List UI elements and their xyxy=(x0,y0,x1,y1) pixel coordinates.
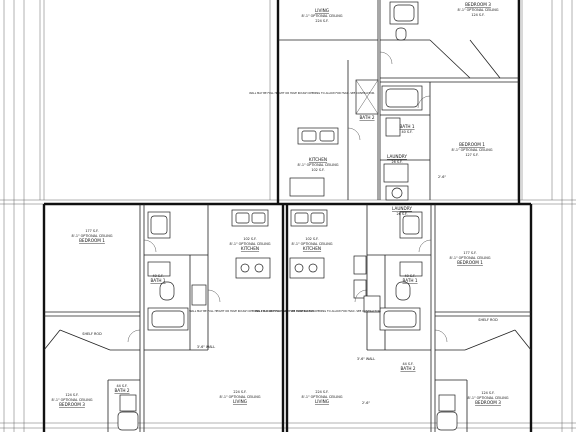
left-shelf-label: SHELF ROD xyxy=(82,332,102,336)
left-bedroom3-label: BEDROOM 3 xyxy=(59,402,85,407)
left-unit-labels: 177 S.F. 8'-1" OPTIONAL CEILING BEDROOM … xyxy=(52,229,316,407)
left-bedroom1-label: BEDROOM 1 xyxy=(79,238,105,243)
left-bath2-label: BATH 2 xyxy=(114,388,129,393)
left-kitchen-area: 102 S.F. xyxy=(243,237,256,241)
upper-laundry-area: 26 S.F. xyxy=(391,160,402,164)
upper-unit-fixtures xyxy=(289,1,423,201)
right-wall-note: WALL MAY BE FULL HEIGHT OR HAVE ROUGH OP… xyxy=(255,309,381,313)
right-bath-area: 40 S.F. xyxy=(404,274,415,278)
right-unit-fixtures xyxy=(289,209,458,431)
upper-kitchen-area: 102 S.F. xyxy=(311,168,324,172)
left-wall-tag: 3'-6" WALL xyxy=(197,345,215,349)
right-kitchen-ceiling: 8'-1" OPTIONAL CEILING xyxy=(292,242,333,246)
right-bedroom3-area: 124 S.F. xyxy=(481,391,494,395)
exterior-walls xyxy=(42,0,533,432)
right-laundry-label: LAUNDRY xyxy=(392,206,412,211)
right-living-label: LIVING xyxy=(315,399,329,404)
right-bath-label: BATH 1 xyxy=(402,278,417,283)
right-living-ceiling: 8'-1" OPTIONAL CEILING xyxy=(302,395,343,399)
right-height-tag: 2'-6" xyxy=(362,401,370,405)
left-bedroom1-area: 177 S.F. xyxy=(85,229,98,233)
left-bedroom1-ceiling: 8'-1" OPTIONAL CEILING xyxy=(72,234,113,238)
upper-bedroom3-ceiling: 8'-1" OPTIONAL CEILING xyxy=(458,8,499,12)
upper-height-tag: 2'-6" xyxy=(438,175,446,179)
upper-laundry-label: LAUNDRY xyxy=(387,154,407,159)
left-bath-label: BATH 1 xyxy=(150,278,165,283)
upper-bath2-label: BATH 2 xyxy=(359,115,374,120)
right-kitchen-label: KITCHEN xyxy=(303,246,321,251)
upper-living-label: LIVING xyxy=(315,8,329,13)
upper-wall-note: WALL MAY BE FULL HEIGHT OR HAVE ROUGH OP… xyxy=(249,91,375,95)
upper-bedroom3-label: BEDROOM 3 xyxy=(465,2,491,7)
right-bedroom1-label: BEDROOM 1 xyxy=(457,260,483,265)
upper-bedroom3-area: 124 S.F. xyxy=(471,13,484,17)
left-kitchen-label: KITCHEN xyxy=(241,246,259,251)
upper-living-ceiling: 8'-1" OPTIONAL CEILING xyxy=(302,14,343,18)
right-kitchen-area: 102 S.F. xyxy=(305,237,318,241)
upper-unit-labels: LIVING 8'-1" OPTIONAL CEILING 224 S.F. B… xyxy=(249,2,499,179)
left-bath-area: 40 S.F. xyxy=(152,274,163,278)
right-bedroom1-ceiling: 8'-1" OPTIONAL CEILING xyxy=(450,256,491,260)
right-bedroom3-label: BEDROOM 3 xyxy=(475,400,501,405)
door-swings xyxy=(127,51,448,343)
left-unit-fixtures xyxy=(117,209,271,431)
right-bedroom1-area: 177 S.F. xyxy=(463,251,476,255)
right-bedroom3-ceiling: 8'-1" OPTIONAL CEILING xyxy=(468,396,509,400)
right-wall-tag: 3'-6" WALL xyxy=(357,357,375,361)
left-bedroom3-area: 124 S.F. xyxy=(65,393,78,397)
upper-bedroom1-area: 127 S.F. xyxy=(465,153,478,157)
upper-bedroom1-label: BEDROOM 1 xyxy=(459,142,485,147)
right-laundry-area: 26 S.F. xyxy=(396,212,407,216)
right-shelf-label: SHELF ROD xyxy=(478,318,498,322)
upper-kitchen-label: KITCHEN xyxy=(309,157,327,162)
right-living-area: 224 S.F. xyxy=(315,390,328,394)
right-bath2-area: 44 S.F. xyxy=(402,362,413,366)
upper-living-area: 224 S.F. xyxy=(315,19,328,23)
left-bath2-area: 44 S.F. xyxy=(116,384,127,388)
upper-bath-area: 40 S.F. xyxy=(401,130,412,134)
upper-bedroom1-ceiling: 8'-1" OPTIONAL CEILING xyxy=(452,148,493,152)
left-living-label: LIVING xyxy=(233,399,247,404)
left-living-area: 224 S.F. xyxy=(233,390,246,394)
right-unit-labels: KITCHEN 102 S.F. 8'-1" OPTIONAL CEILING … xyxy=(255,206,509,405)
left-kitchen-ceiling: 8'-1" OPTIONAL CEILING xyxy=(230,242,271,246)
upper-bath-label: BATH 1 xyxy=(399,124,414,129)
left-living-ceiling: 8'-1" OPTIONAL CEILING xyxy=(220,395,261,399)
left-bedroom3-ceiling: 8'-1" OPTIONAL CEILING xyxy=(52,398,93,402)
upper-kitchen-ceiling: 8'-1" OPTIONAL CEILING xyxy=(298,163,339,167)
right-bath2-label: BATH 2 xyxy=(400,366,415,371)
interior-walls xyxy=(43,0,532,432)
left-wall-note: WALL MAY BE FULL HEIGHT OR HAVE ROUGH OP… xyxy=(189,309,315,313)
